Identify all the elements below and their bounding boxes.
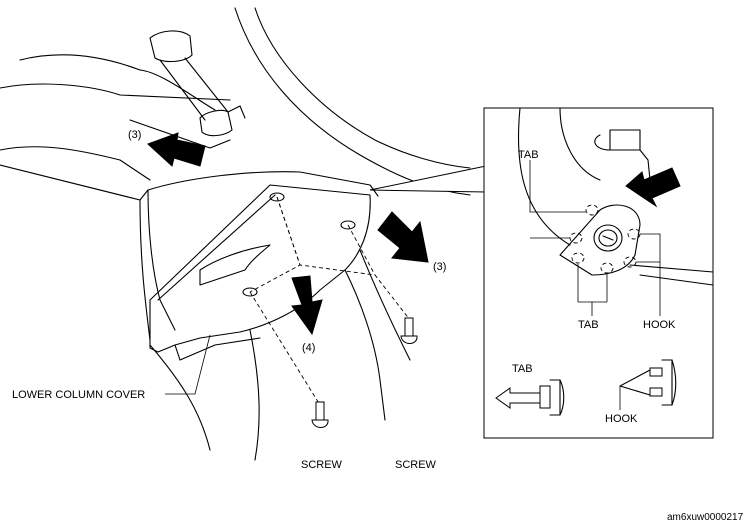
screw-right-icon <box>400 317 418 344</box>
screw-left-icon <box>311 401 329 428</box>
label-screw-right: SCREW <box>395 459 437 471</box>
arrow-step4-icon <box>291 275 323 336</box>
label-lower-column-cover: LOWER COLUMN COVER <box>12 389 145 401</box>
detail-panel <box>483 107 714 439</box>
figure-code: am6xuw0000217 <box>667 512 744 523</box>
label-step3-right: (3) <box>433 261 446 273</box>
leader-lower-column-cover <box>165 334 211 395</box>
label-tab-top: TAB <box>518 149 539 161</box>
steering-column-illustration <box>0 7 471 461</box>
label-hook-legend: HOOK <box>605 413 638 425</box>
label-step4: (4) <box>302 342 315 354</box>
label-step3-left: (3) <box>128 129 141 141</box>
arrow-step3-right-icon <box>377 211 429 263</box>
label-tab-legend: TAB <box>512 363 533 375</box>
label-hook-right: HOOK <box>643 319 676 331</box>
label-screw-left: SCREW <box>301 459 343 471</box>
label-tab-bottom: TAB <box>578 319 599 331</box>
arrow-step3-left-icon <box>147 132 206 167</box>
